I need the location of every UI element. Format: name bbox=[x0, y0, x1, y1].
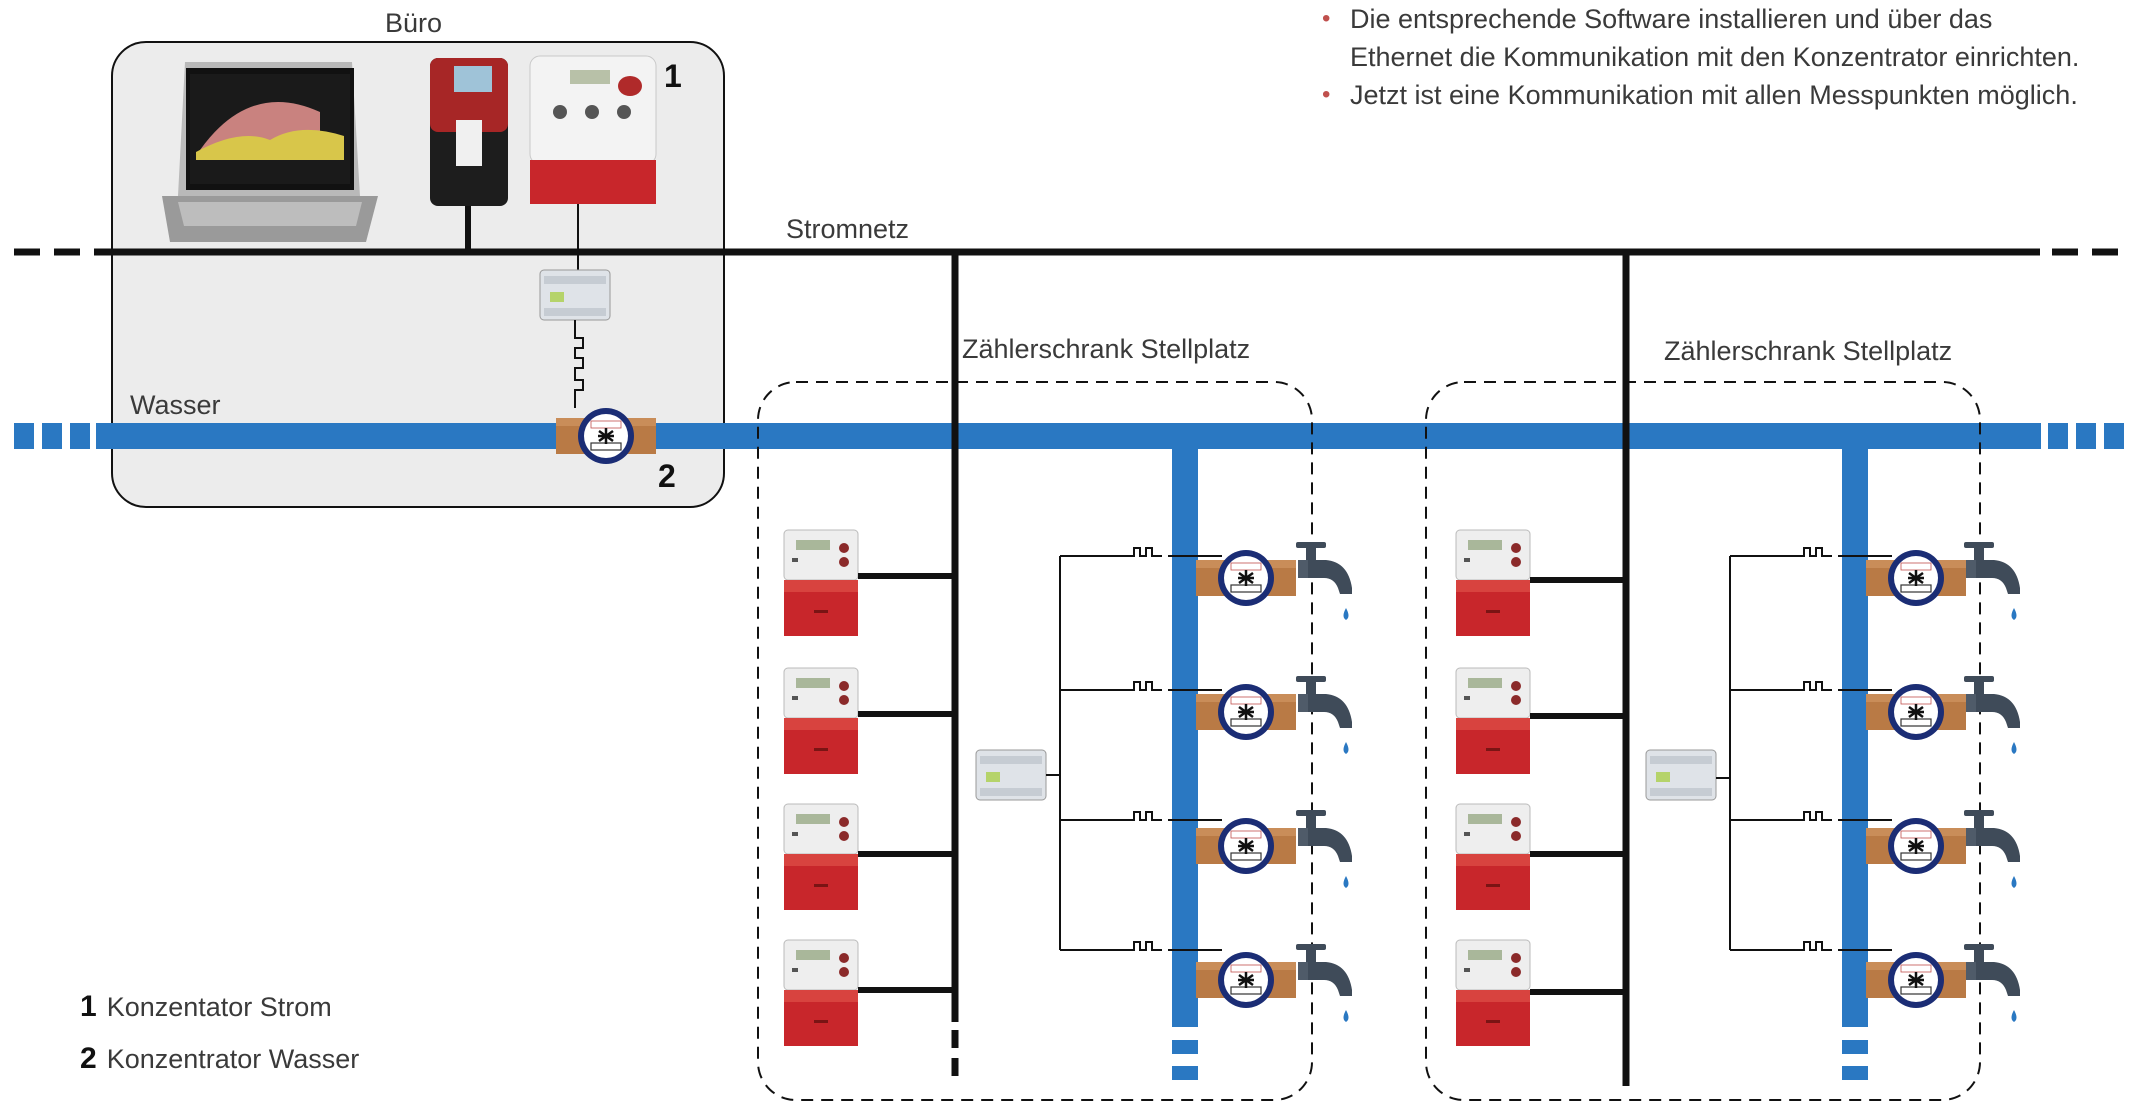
cabinet-right-concentrator-icon bbox=[1645, 749, 1717, 801]
laptop-icon bbox=[162, 62, 378, 242]
water-main-pipe bbox=[14, 423, 2124, 449]
office-water-concentrator-icon bbox=[539, 269, 611, 321]
concentrator-power-meter-icon bbox=[529, 55, 657, 204]
power-grid-label: Stromnetz bbox=[786, 214, 910, 244]
marker-2: 2 bbox=[658, 458, 676, 494]
office-label: Büro bbox=[385, 8, 443, 38]
info-bullets: Die entsprechende Software installieren … bbox=[1322, 0, 2082, 114]
cabinet-right-electricity-meters bbox=[1455, 529, 1626, 1047]
marker-1: 1 bbox=[664, 58, 682, 94]
cabinet-right-label: Zählerschrank Stellplatz bbox=[1664, 336, 1953, 366]
legend-text-2: Konzentrator Wasser bbox=[106, 1044, 360, 1074]
legend-item-2: 2 Konzentrator Wasser bbox=[80, 1042, 359, 1076]
legend-num-1: 1 bbox=[80, 990, 97, 1023]
legend-text-1: Konzentator Strom bbox=[106, 992, 332, 1022]
bullet-communication: Jetzt ist eine Kommunikation mit allen M… bbox=[1322, 76, 2082, 114]
water-label: Wasser bbox=[130, 390, 221, 420]
cabinet-left-concentrator-icon bbox=[975, 749, 1047, 801]
bullet-software: Die entsprechende Software installieren … bbox=[1322, 0, 2082, 76]
cabinet-left-electricity-meters bbox=[783, 529, 955, 1047]
concentrator-power-device-icon bbox=[430, 58, 508, 206]
legend-num-2: 2 bbox=[80, 1042, 97, 1075]
cabinet-left-label: Zählerschrank Stellplatz bbox=[962, 334, 1251, 364]
legend-item-1: 1 Konzentator Strom bbox=[80, 990, 332, 1024]
